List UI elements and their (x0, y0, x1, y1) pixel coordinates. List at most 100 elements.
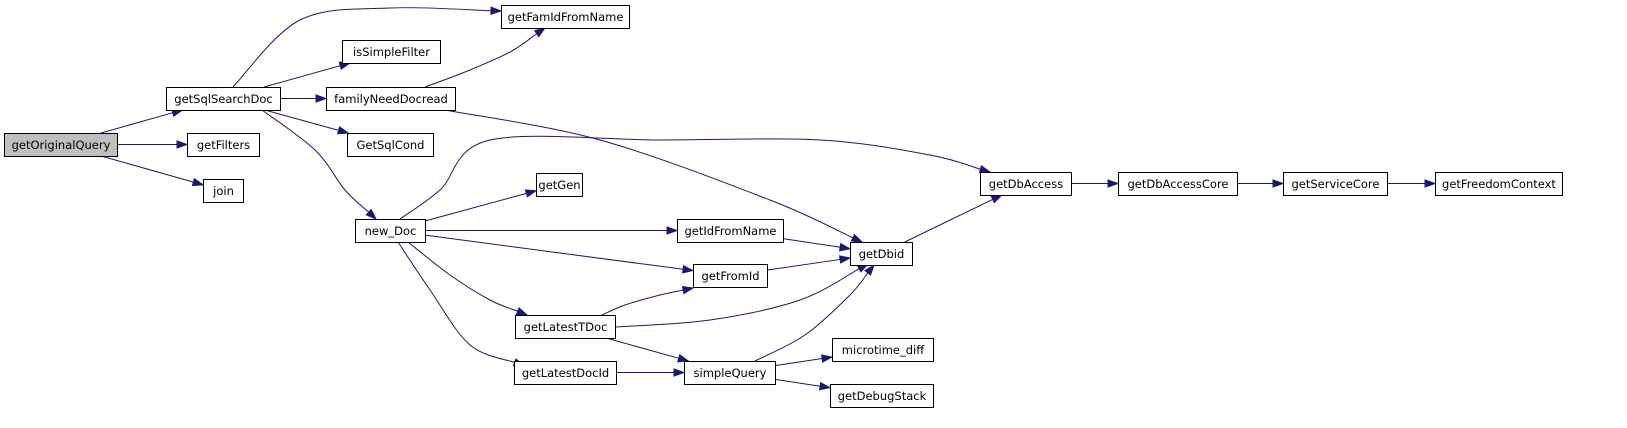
node-box (514, 361, 617, 385)
node-microtime_diff[interactable]: microtime_diff (832, 338, 934, 362)
node-new_Doc[interactable]: new_Doc (355, 219, 426, 243)
node-getOriginalQuery[interactable]: getOriginalQuery (4, 133, 118, 157)
node-label: simpleQuery (694, 366, 767, 380)
node-label: getFilters (197, 138, 250, 152)
edge-familyNeedDocread-to-getDbid (444, 109, 864, 243)
node-box (203, 179, 244, 203)
arrowhead-icon (673, 368, 686, 377)
node-label: getDebugStack (838, 389, 927, 403)
edge-getSqlSearchDoc-to-isSimpleFilter (263, 61, 352, 88)
edge-getLatestTDoc-to-getFromId (601, 285, 695, 316)
edge-getOriginalQuery-to-getFilters (117, 140, 189, 149)
edge-new_Doc-to-getFromId (424, 234, 695, 274)
node-label: getDbAccess (989, 177, 1063, 191)
node-label: isSimpleFilter (353, 45, 430, 59)
edge-getIdFromName-to-getDbid (782, 238, 852, 252)
edge-new_Doc-to-getGen (424, 189, 538, 222)
edge-new_Doc-to-getLatestTDoc (407, 241, 529, 316)
edge-line (232, 7, 493, 88)
arrowhead-icon (838, 255, 852, 264)
node-box (832, 338, 934, 362)
node-getDebugStack[interactable]: getDebugStack (830, 384, 934, 408)
node-label: getOriginalQuery (12, 138, 111, 152)
node-getLatestDocId[interactable]: getLatestDocId (514, 361, 617, 385)
edge-line (614, 267, 861, 328)
node-box (677, 219, 784, 243)
node-label: GetSqlCond (357, 138, 425, 152)
arrowhead-icon (336, 126, 350, 135)
node-getFreedomContext[interactable]: getFreedomContext (1435, 172, 1563, 196)
edge-line (904, 198, 994, 243)
node-label: getFromId (701, 269, 759, 283)
node-label: new_Doc (365, 224, 417, 238)
node-getLatestTDoc[interactable]: getLatestTDoc (515, 315, 616, 339)
arrowhead-icon (677, 354, 690, 363)
edge-line (399, 135, 982, 220)
arrowhead-icon (524, 189, 538, 198)
arrowhead-icon (490, 6, 503, 16)
node-getDbid[interactable]: getDbid (850, 242, 913, 266)
node-join[interactable]: join (203, 179, 244, 203)
node-box (850, 242, 913, 266)
node-box (536, 173, 583, 197)
node-label: getFreedomContext (1442, 177, 1556, 191)
edge-getSqlSearchDoc-to-getFamIdFromName (232, 6, 503, 88)
node-label: getServiceCore (1291, 177, 1379, 191)
edge-line (766, 258, 842, 271)
edge-line (407, 241, 519, 313)
arrowhead-icon (820, 354, 834, 363)
edge-line (605, 337, 680, 360)
edge-line (397, 241, 516, 364)
edge-getFromId-to-getDbid (766, 255, 852, 271)
edge-line (601, 289, 685, 316)
node-getFromId[interactable]: getFromId (693, 264, 768, 288)
arrowhead-icon (176, 140, 189, 149)
node-label: getFamIdFromName (508, 10, 624, 24)
node-box (980, 172, 1072, 196)
edge-simpleQuery-to-getDbid (754, 263, 875, 362)
node-label: familyNeedDocread (334, 92, 448, 106)
edge-line (100, 111, 174, 134)
edge-getDbAccessCore-to-getServiceCore (1237, 179, 1285, 188)
node-box (830, 384, 934, 408)
node-familyNeedDocread[interactable]: familyNeedDocread (326, 87, 456, 111)
node-box (1283, 172, 1388, 196)
arrowhead-icon (990, 194, 1004, 204)
arrowhead-icon (818, 381, 832, 391)
node-box (355, 219, 426, 243)
node-getGen[interactable]: getGen (536, 173, 583, 197)
edge-getLatestDocId-to-simpleQuery (616, 368, 686, 377)
node-label: getIdFromName (685, 224, 777, 238)
node-simpleQuery[interactable]: simpleQuery (684, 361, 776, 385)
node-getSqlSearchDoc[interactable]: getSqlSearchDoc (166, 87, 281, 111)
node-getFamIdFromName[interactable]: getFamIdFromName (501, 5, 630, 29)
arrowhead-icon (864, 263, 875, 276)
node-getIdFromName[interactable]: getIdFromName (677, 219, 784, 243)
arrowhead-icon (1272, 179, 1285, 188)
node-GetSqlCond[interactable]: GetSqlCond (347, 133, 434, 157)
arrowhead-icon (978, 164, 992, 174)
node-box (515, 315, 616, 339)
arrowhead-icon (515, 307, 529, 316)
edge-line (263, 64, 342, 88)
node-getServiceCore[interactable]: getServiceCore (1283, 172, 1388, 196)
edge-line (444, 109, 855, 239)
node-getDbAccessCore[interactable]: getDbAccessCore (1118, 172, 1238, 196)
edge-getLatestTDoc-to-simpleQuery (605, 337, 690, 363)
edge-line (774, 378, 822, 387)
node-getDbAccess[interactable]: getDbAccess (980, 172, 1072, 196)
node-getFilters[interactable]: getFilters (187, 133, 260, 157)
node-label: getSqlSearchDoc (174, 92, 272, 106)
arrowhead-icon (1424, 179, 1437, 188)
edge-simpleQuery-to-getDebugStack (774, 378, 832, 391)
edge-line (424, 192, 528, 222)
node-box (693, 264, 768, 288)
node-label: getLatestDocId (522, 366, 609, 380)
node-label: microtime_diff (842, 343, 925, 357)
node-label: getDbid (859, 247, 905, 261)
node-box (1118, 172, 1238, 196)
edge-line (424, 234, 685, 270)
arrowhead-icon (191, 177, 205, 187)
node-isSimpleFilter[interactable]: isSimpleFilter (342, 40, 441, 64)
